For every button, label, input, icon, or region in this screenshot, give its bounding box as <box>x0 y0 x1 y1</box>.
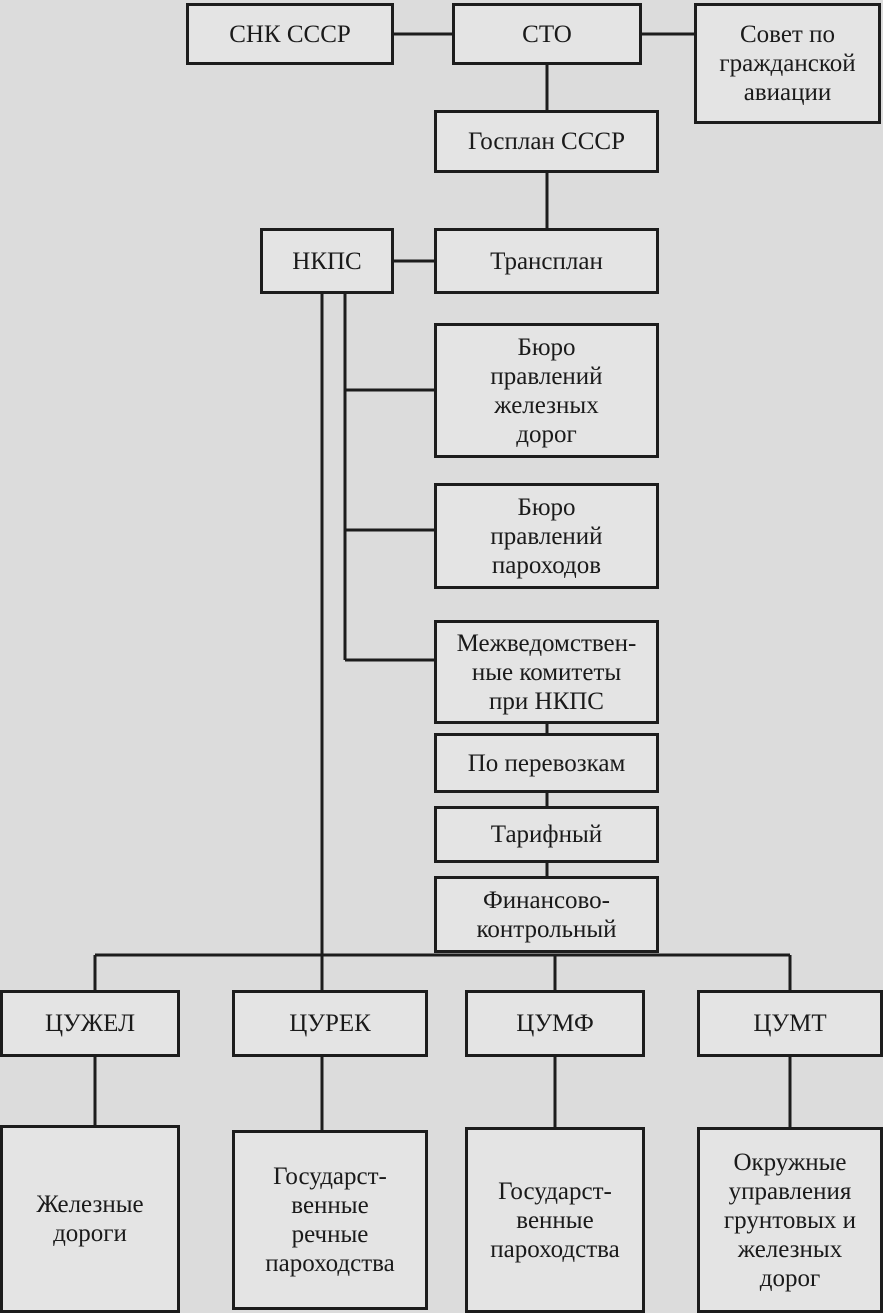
node-fin-label: Финансово- контрольный <box>476 886 617 943</box>
node-buro-zd: Бюро правлений железных дорог <box>434 323 659 458</box>
node-fin-kontrol: Финансово- контрольный <box>434 876 659 953</box>
node-okr-label: Окружные управления грунтовых и железных… <box>723 1148 857 1292</box>
node-perevozki: По перевозкам <box>434 733 659 793</box>
node-sto-label: СТО <box>522 20 572 48</box>
node-parokh-label: Государст- венные пароходства <box>490 1177 620 1263</box>
node-mezhved: Межведомствен- ные комитеты при НКПС <box>434 620 659 724</box>
node-rechnye-parokhodstva: Государст- венные речные пароходства <box>232 1130 428 1310</box>
node-tsurek: ЦУРЕК <box>232 990 428 1057</box>
node-gosplan: Госплан СССР <box>434 110 659 173</box>
node-mezhved-label: Межведомствен- ные комитеты при НКПС <box>456 629 637 715</box>
node-buro-zd-label: Бюро правлений железных дорог <box>490 333 603 448</box>
node-tarif: Тарифный <box>434 806 659 863</box>
node-tsumf-label: ЦУМФ <box>516 1010 594 1037</box>
node-perevozki-label: По перевозкам <box>467 749 626 777</box>
node-sto: СТО <box>452 3 642 65</box>
node-nkps-label: НКПС <box>292 247 362 275</box>
node-buro-par-label: Бюро правлений пароходов <box>490 493 603 579</box>
node-tsuzhel: ЦУЖЕЛ <box>0 990 180 1057</box>
node-tsumt: ЦУМТ <box>697 990 883 1057</box>
node-gos-parokhodstva: Государст- венные пароходства <box>465 1127 645 1313</box>
node-nkps: НКПС <box>260 228 394 294</box>
node-tsumf: ЦУМФ <box>465 990 645 1057</box>
node-tsumt-label: ЦУМТ <box>753 1010 827 1037</box>
node-tarif-label: Тарифный <box>490 821 603 848</box>
node-buro-par: Бюро правлений пароходов <box>434 483 659 589</box>
node-zheleznye-dorogi: Железные дороги <box>0 1125 180 1313</box>
node-transplan: Трансплан <box>434 228 659 294</box>
node-snk-sssr: СНК СССР <box>186 3 394 65</box>
node-gosplan-label: Госплан СССР <box>468 128 625 155</box>
node-tsurek-label: ЦУРЕК <box>289 1010 371 1037</box>
node-rech-label: Государст- венные речные пароходства <box>265 1163 395 1277</box>
node-okruzhnye-upravleniya: Окружные управления грунтовых и железных… <box>697 1127 883 1313</box>
node-transplan-label: Трансплан <box>490 247 603 275</box>
node-zhd-label: Железные дороги <box>36 1191 144 1247</box>
node-sovet-label: Совет по гражданской авиации <box>719 21 856 106</box>
node-snk-sssr-label: СНК СССР <box>229 20 351 48</box>
node-sovet-grazhd-aviatsii: Совет по гражданской авиации <box>694 3 881 124</box>
node-tsuzhel-label: ЦУЖЕЛ <box>44 1010 136 1037</box>
